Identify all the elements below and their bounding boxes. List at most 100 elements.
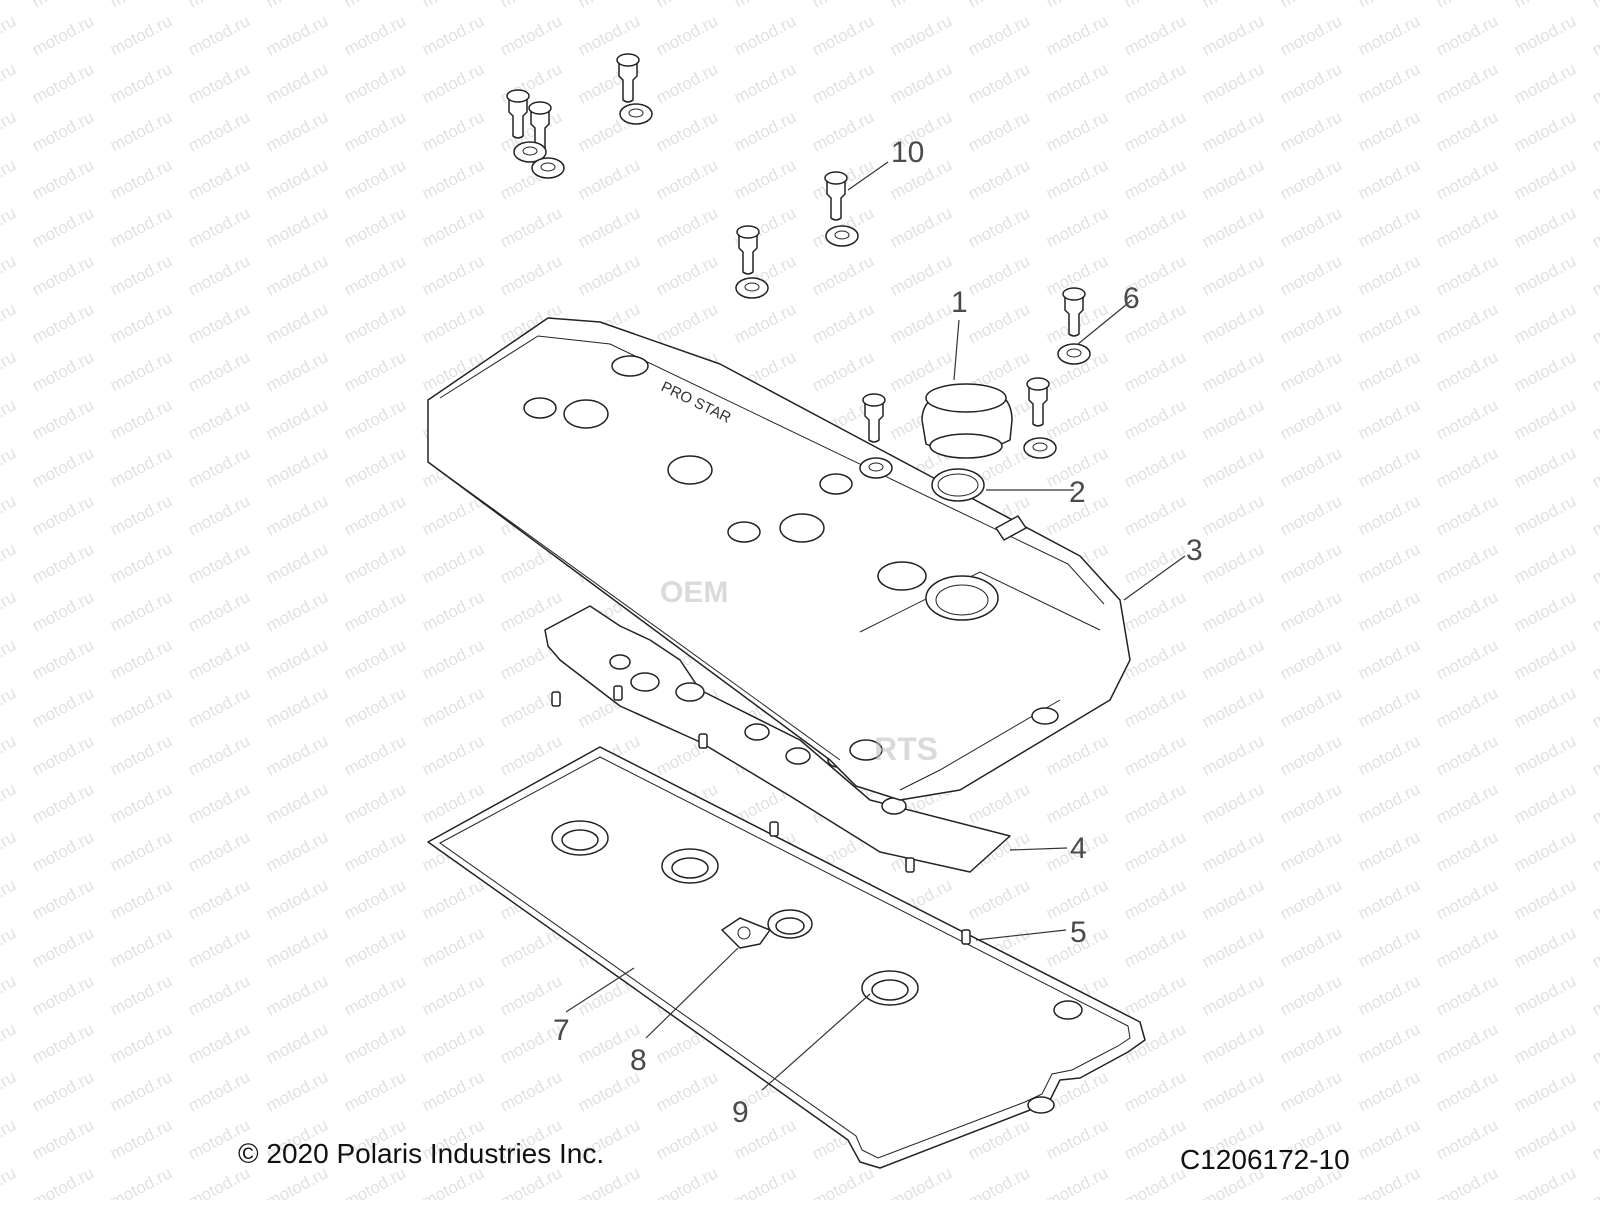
watermark-text: motod.ru <box>341 395 409 443</box>
watermark-text: motod.ru <box>653 1163 721 1200</box>
watermark-text: motod.ru <box>575 155 643 203</box>
watermark-text: motod.ru <box>1121 395 1189 443</box>
watermark-text: motod.ru <box>1433 395 1501 443</box>
watermark-text: motod.ru <box>341 875 409 923</box>
watermark-text: motod.ru <box>1277 1067 1345 1115</box>
watermark-text: motod.ru <box>1511 1163 1579 1200</box>
watermark-text: motod.ru <box>575 11 643 59</box>
watermark-text: motod.ru <box>1121 539 1189 587</box>
watermark-text: motod.ru <box>185 59 253 107</box>
watermark-text: motod.ru <box>1199 875 1267 923</box>
watermark-text: motod.ru <box>341 1067 409 1115</box>
watermark-text: motod.ru <box>1043 731 1111 779</box>
watermark-text: motod.ru <box>1121 827 1189 875</box>
watermark-text: motod.ru <box>1121 107 1189 155</box>
watermark-text: motod.ru <box>1589 779 1600 827</box>
watermark-text: motod.ru <box>497 251 565 299</box>
watermark-text: motod.ru <box>653 155 721 203</box>
watermark-text: motod.ru <box>1277 731 1345 779</box>
watermark-text: motod.ru <box>1511 971 1579 1019</box>
watermark-text: motod.ru <box>1355 539 1423 587</box>
watermark-text: motod.ru <box>341 635 409 683</box>
watermark-text: motod.ru <box>263 1067 331 1115</box>
watermark-text: motod.ru <box>653 11 721 59</box>
watermark-text: motod.ru <box>1277 875 1345 923</box>
watermark-text: motod.ru <box>1589 923 1600 971</box>
watermark-text: motod.ru <box>1511 875 1579 923</box>
watermark-text: motod.ru <box>1355 779 1423 827</box>
watermark-text: motod.ru <box>653 1067 721 1115</box>
watermark-text: motod.ru <box>1433 731 1501 779</box>
watermark-text: motod.ru <box>1355 491 1423 539</box>
watermark-text: motod.ru <box>1433 347 1501 395</box>
watermark-text: motod.ru <box>1121 731 1189 779</box>
watermark-text: motod.ru <box>1355 971 1423 1019</box>
watermark-text: motod.ru <box>1355 347 1423 395</box>
watermark-text: motod.ru <box>107 683 175 731</box>
watermark-text: motod.ru <box>497 683 565 731</box>
watermark-text: motod.ru <box>497 971 565 1019</box>
watermark-text: motod.ru <box>185 203 253 251</box>
watermark-text: motod.ru <box>341 347 409 395</box>
watermark-text: motod.ru <box>1277 395 1345 443</box>
watermark-text: motod.ru <box>0 203 19 251</box>
watermark-text: motod.ru <box>1589 827 1600 875</box>
watermark-text: motod.ru <box>1433 779 1501 827</box>
watermark-text: motod.ru <box>419 539 487 587</box>
leader-lines <box>565 161 1186 1091</box>
watermark-text: motod.ru <box>0 587 19 635</box>
watermark-text: motod.ru <box>185 731 253 779</box>
watermark-text: motod.ru <box>419 251 487 299</box>
watermark-text: motod.ru <box>107 731 175 779</box>
watermark-text: motod.ru <box>1199 59 1267 107</box>
watermark-text: motod.ru <box>263 0 331 12</box>
watermark-text: motod.ru <box>1355 731 1423 779</box>
watermark-text: motod.ru <box>263 779 331 827</box>
watermark-text: motod.ru <box>1433 1115 1501 1163</box>
bolt <box>506 89 530 139</box>
watermark-text: motod.ru <box>1589 1019 1600 1067</box>
grommet <box>619 103 653 125</box>
watermark-text: motod.ru <box>185 635 253 683</box>
watermark-text: motod.ru <box>1277 539 1345 587</box>
valve-cover-gasket <box>427 746 1146 1169</box>
watermark-text: motod.ru <box>1277 0 1345 12</box>
grommet <box>859 457 893 479</box>
watermark-text: motod.ru <box>1355 0 1423 12</box>
watermark-text: motod.ru <box>1121 203 1189 251</box>
watermark-text: motod.ru <box>0 155 19 203</box>
watermark-text: motod.ru <box>263 1019 331 1067</box>
watermark-text: motod.ru <box>107 635 175 683</box>
watermark-text: motod.ru <box>107 875 175 923</box>
watermark-text: motod.ru <box>419 203 487 251</box>
watermark-text: motod.ru <box>419 11 487 59</box>
rts-stamp: RTS <box>874 731 938 767</box>
watermark-text: motod.ru <box>185 1019 253 1067</box>
callout-7: 7 <box>553 1014 570 1047</box>
watermark-text: motod.ru <box>1589 635 1600 683</box>
watermark-text: motod.ru <box>1589 251 1600 299</box>
watermark-text: motod.ru <box>263 155 331 203</box>
watermark-text: motod.ru <box>419 587 487 635</box>
watermark-text: motod.ru <box>1589 587 1600 635</box>
watermark-text: motod.ru <box>29 0 97 12</box>
bolt <box>824 171 848 221</box>
watermark-text: motod.ru <box>0 251 19 299</box>
watermark-text: motod.ru <box>263 59 331 107</box>
watermark-text: motod.ru <box>107 347 175 395</box>
watermark-text: motod.ru <box>0 11 19 59</box>
watermark-text: motod.ru <box>1277 827 1345 875</box>
watermark-text: motod.ru <box>0 971 19 1019</box>
watermark-text: motod.ru <box>107 587 175 635</box>
watermark-text: motod.ru <box>887 11 955 59</box>
watermark-text: motod.ru <box>1277 251 1345 299</box>
watermark-text: motod.ru <box>1199 155 1267 203</box>
watermark-text: motod.ru <box>1589 0 1600 12</box>
watermark-text: motod.ru <box>419 923 487 971</box>
watermark-text: motod.ru <box>653 1115 721 1163</box>
watermark-text: motod.ru <box>107 923 175 971</box>
watermark-text: motod.ru <box>1355 1067 1423 1115</box>
watermark-text: motod.ru <box>0 491 19 539</box>
watermark-text: motod.ru <box>341 0 409 12</box>
watermark-text: motod.ru <box>29 731 97 779</box>
